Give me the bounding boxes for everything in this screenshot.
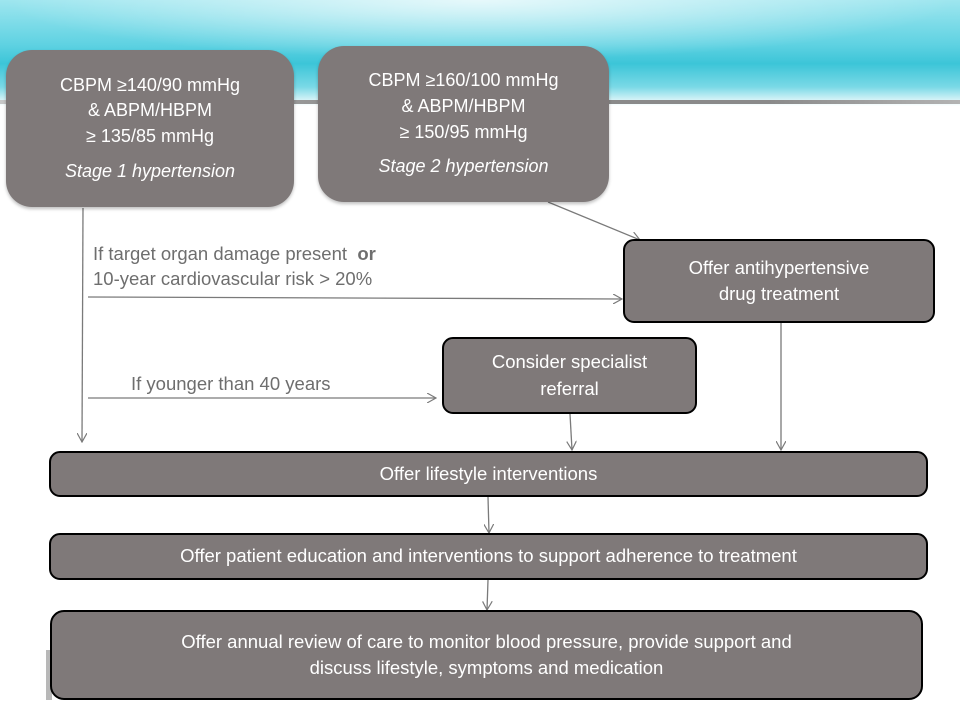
condition-or: or <box>357 243 376 264</box>
arrow-referral-to-lifestyle <box>570 413 572 450</box>
referral-line-2: referral <box>540 377 599 399</box>
arrow-condition-to-drug <box>87 297 622 299</box>
arrow-lifestyle-to-education <box>488 496 489 533</box>
stage2-label: Stage 2 hypertension <box>378 156 549 177</box>
condition-organ-damage: If target organ damage present <box>93 243 348 264</box>
drug-treatment-line-2: drug treatment <box>718 283 840 304</box>
condition-younger-than-40: If younger than 40 years <box>131 373 331 394</box>
stage2-criteria-3: ≥ 150/95 mmHg <box>399 121 528 142</box>
stage1-criteria-2: & ABPM/HBPM <box>87 100 213 121</box>
condition-cv-risk: 10-year cardiovascular risk > 20% <box>93 267 373 289</box>
drug-treatment-line-1: Offer antihypertensive <box>688 256 870 278</box>
stage1-criteria-1: CBPM ≥140/90 mmHg <box>60 74 240 95</box>
arrow-education-to-review <box>487 579 488 610</box>
stage2-criteria-2: & ABPM/HBPM <box>401 95 526 116</box>
stage1-criteria-3: ≥ 135/85 mmHg <box>86 126 214 146</box>
education-box: Offer patient education and intervention… <box>49 533 928 580</box>
drug-treatment-box: Offer antihypertensive drug treatment <box>623 239 935 323</box>
stage2-box: CBPM ≥160/100 mmHg & ABPM/HBPM ≥ 150/95 … <box>318 46 609 202</box>
review-line-2: discuss lifestyle, symptoms and medicati… <box>309 657 664 678</box>
review-box-shadow <box>46 650 52 700</box>
stage2-criteria-1: CBPM ≥160/100 mmHg <box>368 70 559 91</box>
arrow-stage1-to-lifestyle <box>82 207 83 442</box>
lifestyle-box: Offer lifestyle interventions <box>49 451 928 497</box>
referral-line-1: Consider specialist <box>491 351 648 373</box>
annual-review-box: Offer annual review of care to monitor b… <box>50 610 923 700</box>
condition-organ-risk: If target organ damage present or 10-yea… <box>93 242 376 291</box>
stage1-box: CBPM ≥140/90 mmHg & ABPM/HBPM ≥ 135/85 m… <box>6 50 294 207</box>
specialist-referral-box: Consider specialist referral <box>442 337 697 414</box>
stage1-label: Stage 1 hypertension <box>64 160 236 181</box>
review-line-1: Offer annual review of care to monitor b… <box>181 630 792 652</box>
arrow-stage2-to-drug <box>547 201 640 240</box>
